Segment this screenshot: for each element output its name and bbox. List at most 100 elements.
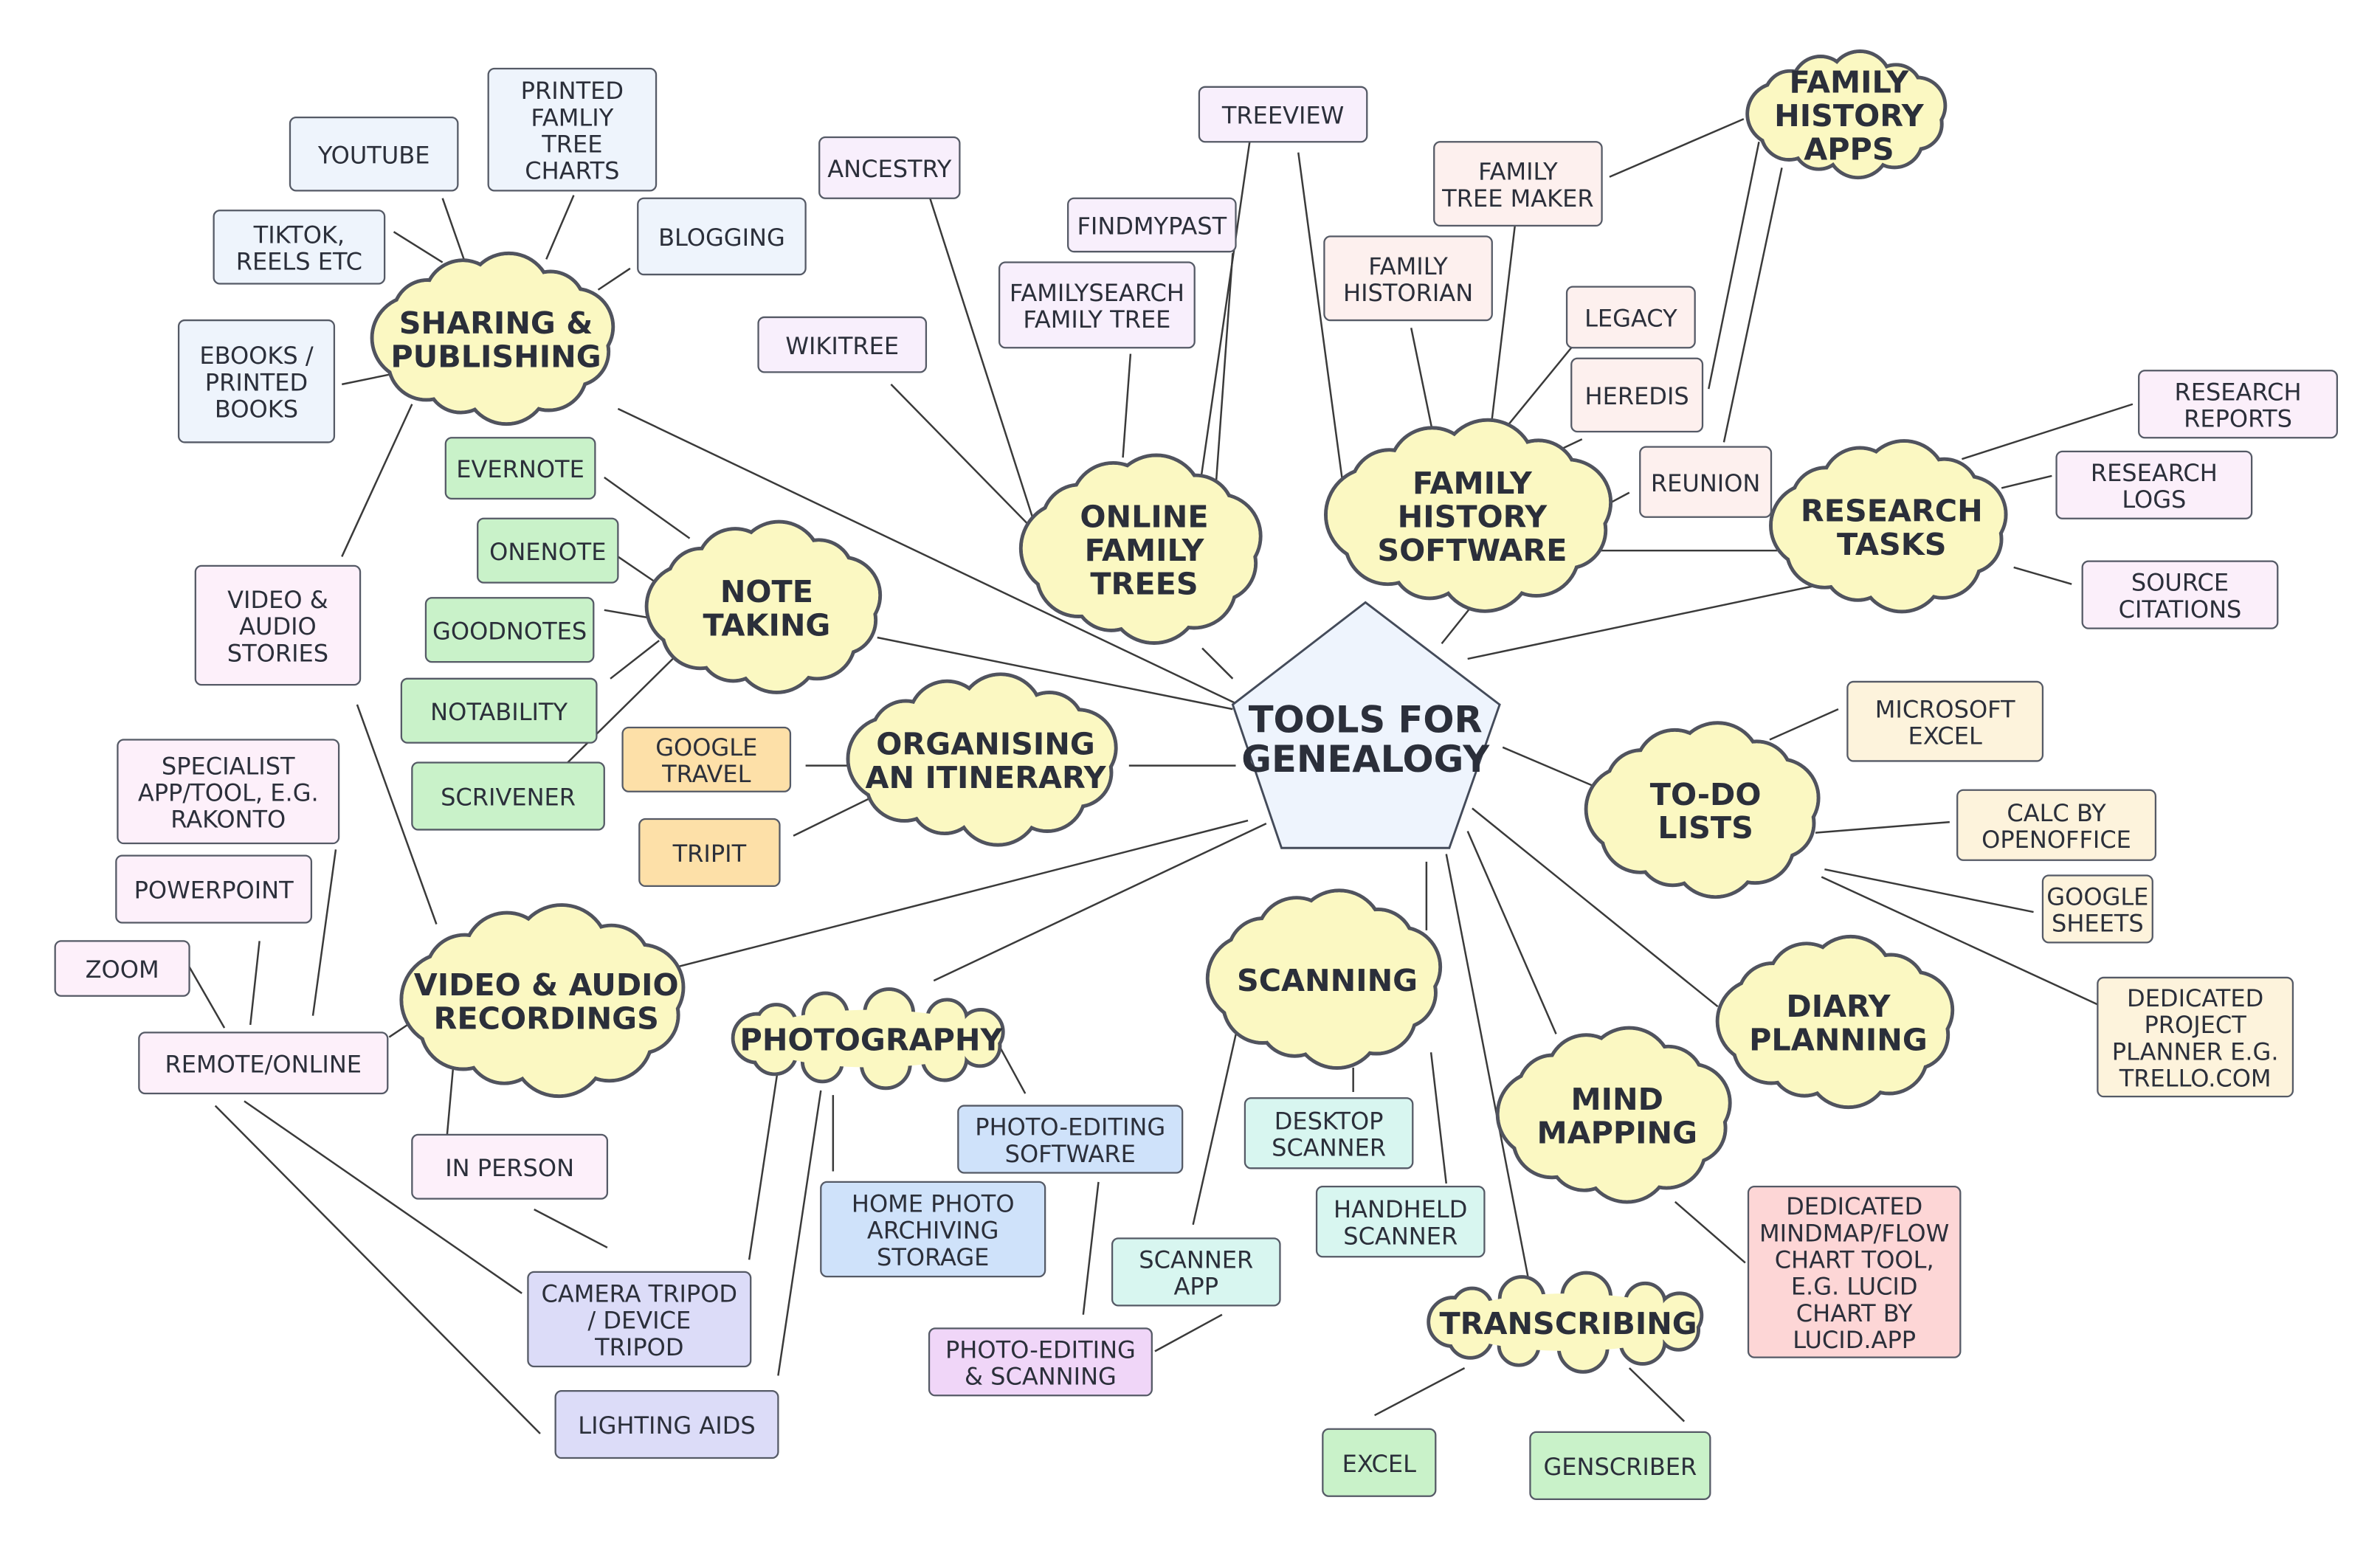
cloud-topic-sharing[interactable]: SHARING &PUBLISHING: [370, 251, 615, 426]
connector-line: [617, 556, 657, 584]
tool-box-notability[interactable]: NOTABILITY: [400, 677, 598, 744]
label-line: PRINTED: [205, 368, 308, 396]
label-line: TREEVIEW: [1221, 102, 1345, 130]
box-shape: [2055, 450, 2253, 519]
tool-box-goodnotes[interactable]: GOODNOTES: [424, 597, 595, 663]
label-line: HANDHELD: [1334, 1195, 1467, 1223]
tool-box-powerpoint[interactable]: POWERPOINT: [115, 854, 313, 924]
node-label: POWERPOINT: [134, 877, 294, 905]
box-shape: [1111, 1237, 1281, 1307]
tool-box-youtube[interactable]: YOUTUBE: [289, 117, 459, 192]
tool-box-wikitree[interactable]: WIKITREE: [757, 316, 928, 373]
tool-box-blogging[interactable]: BLOGGING: [637, 197, 807, 276]
tool-box-onenote[interactable]: ONENOTE: [477, 517, 619, 584]
node-label: PHOTOGRAPHY: [740, 1023, 1004, 1058]
connector-line: [617, 407, 1249, 711]
cloud-topic-transcribing[interactable]: TRANSCRIBING: [1427, 1271, 1704, 1374]
label-line: NOTABILITY: [430, 698, 568, 726]
connector-line: [1722, 167, 1783, 443]
cloud-topic-photography[interactable]: PHOTOGRAPHY: [731, 987, 1005, 1091]
cloud-topic-scanning[interactable]: SCANNING: [1205, 888, 1443, 1070]
box-shape: [820, 1181, 1046, 1278]
label-line: ANCESTRY: [827, 155, 952, 183]
tool-box-excel[interactable]: EXCEL: [1322, 1428, 1437, 1497]
label-line: STORAGE: [877, 1243, 989, 1271]
tool-box-scrivener[interactable]: SCRIVENER: [411, 761, 605, 831]
label-line: PHOTOGRAPHY: [740, 1023, 1004, 1058]
label-line: SCRIVENER: [441, 784, 576, 812]
tool-box-lighting[interactable]: LIGHTING AIDS: [554, 1389, 779, 1459]
label-line: SOFTWARE: [1377, 533, 1567, 568]
tool-box-tripit[interactable]: TRIPIT: [638, 818, 781, 888]
label-line: AN ITINERARY: [866, 760, 1107, 795]
label-line: TOOLS FOR: [1249, 698, 1483, 741]
tool-box-treeview[interactable]: TREEVIEW: [1198, 86, 1368, 143]
connector-line: [1502, 746, 1596, 788]
tool-box-genscriber[interactable]: GENSCRIBER: [1529, 1431, 1711, 1500]
tool-box-reunion[interactable]: REUNION: [1639, 446, 1773, 518]
connector-line: [1441, 604, 1473, 645]
label-line: TRAVEL: [661, 760, 751, 788]
label-line: CALC BY: [2007, 799, 2106, 827]
box-shape: [637, 197, 807, 276]
tool-box-findmypast[interactable]: FINDMYPAST: [1067, 197, 1237, 253]
tool-box-evernote[interactable]: EVERNOTE: [444, 437, 596, 500]
connector-line: [1082, 1181, 1100, 1315]
node-label: SCANNING: [1237, 963, 1418, 998]
box-shape: [487, 67, 658, 192]
tool-box-photoscan[interactable]: PHOTO-EDITING& SCANNING: [928, 1327, 1153, 1397]
tool-box-remote[interactable]: REMOTE/ONLINE: [138, 1032, 389, 1095]
connector-line: [545, 195, 575, 260]
tool-box-ancestry[interactable]: ANCESTRY: [818, 136, 961, 199]
label-line: FAMILY: [1368, 252, 1448, 280]
connector-line: [1821, 876, 2103, 1008]
tool-box-legacy[interactable]: LEGACY: [1565, 286, 1696, 349]
label-line: ORGANISING: [876, 727, 1094, 762]
tool-box-inperson[interactable]: IN PERSON: [411, 1133, 609, 1200]
node-label: LIGHTING AIDS: [578, 1411, 755, 1440]
tool-box-heredis[interactable]: HEREDIS: [1570, 357, 1704, 433]
tool-box-tiktok[interactable]: TIKTOK,REELS ETC: [213, 210, 386, 285]
tool-box-zoom[interactable]: ZOOM: [54, 940, 190, 997]
